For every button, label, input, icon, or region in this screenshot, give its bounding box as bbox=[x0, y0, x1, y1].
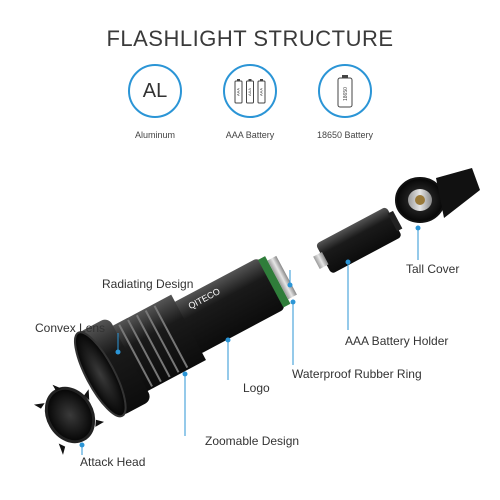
callout-logo: Logo bbox=[243, 381, 270, 395]
callout-convex-lens: Convex Lens bbox=[35, 321, 106, 335]
callout-tall-cover: Tall Cover bbox=[406, 262, 460, 276]
attack-head bbox=[33, 384, 105, 455]
badge-label: AAA Battery bbox=[225, 130, 275, 140]
callout-radiating-design: Radiating Design bbox=[102, 277, 194, 291]
18650-battery-icon: 18650 bbox=[318, 64, 372, 118]
badge-label: 18650 Battery bbox=[316, 130, 374, 140]
callout-zoomable-design: Zoomable Design bbox=[205, 434, 300, 448]
aluminum-icon: AL bbox=[128, 64, 182, 118]
aaa-text: AAA bbox=[247, 88, 252, 96]
aaa-battery-holder bbox=[313, 207, 403, 273]
aaa-text: AAA bbox=[259, 88, 264, 96]
thread-end bbox=[267, 255, 297, 300]
flashlight-body: QITECO bbox=[74, 255, 297, 418]
badge-aaa-battery: AAA AAA AAA AAA Battery bbox=[202, 64, 298, 140]
callout-aaa-battery-holder: AAA Battery Holder bbox=[345, 334, 449, 348]
aaa-battery-icon: AAA AAA AAA bbox=[223, 64, 277, 118]
page-title: FLASHLIGHT STRUCTURE bbox=[106, 26, 394, 51]
tall-cover bbox=[395, 168, 480, 223]
callout-waterproof-rubber-ring: Waterproof Rubber Ring bbox=[292, 367, 422, 381]
aaa-text: AAA bbox=[236, 88, 241, 96]
18650-text: 18650 bbox=[343, 87, 349, 101]
rubber-ring bbox=[258, 256, 291, 308]
badge-label: Aluminum bbox=[134, 130, 175, 140]
badge-18650-battery: 18650 18650 Battery bbox=[297, 64, 393, 140]
badge-aluminum: AL Aluminum bbox=[107, 64, 203, 140]
callout-attack-head: Attack Head bbox=[80, 455, 146, 469]
